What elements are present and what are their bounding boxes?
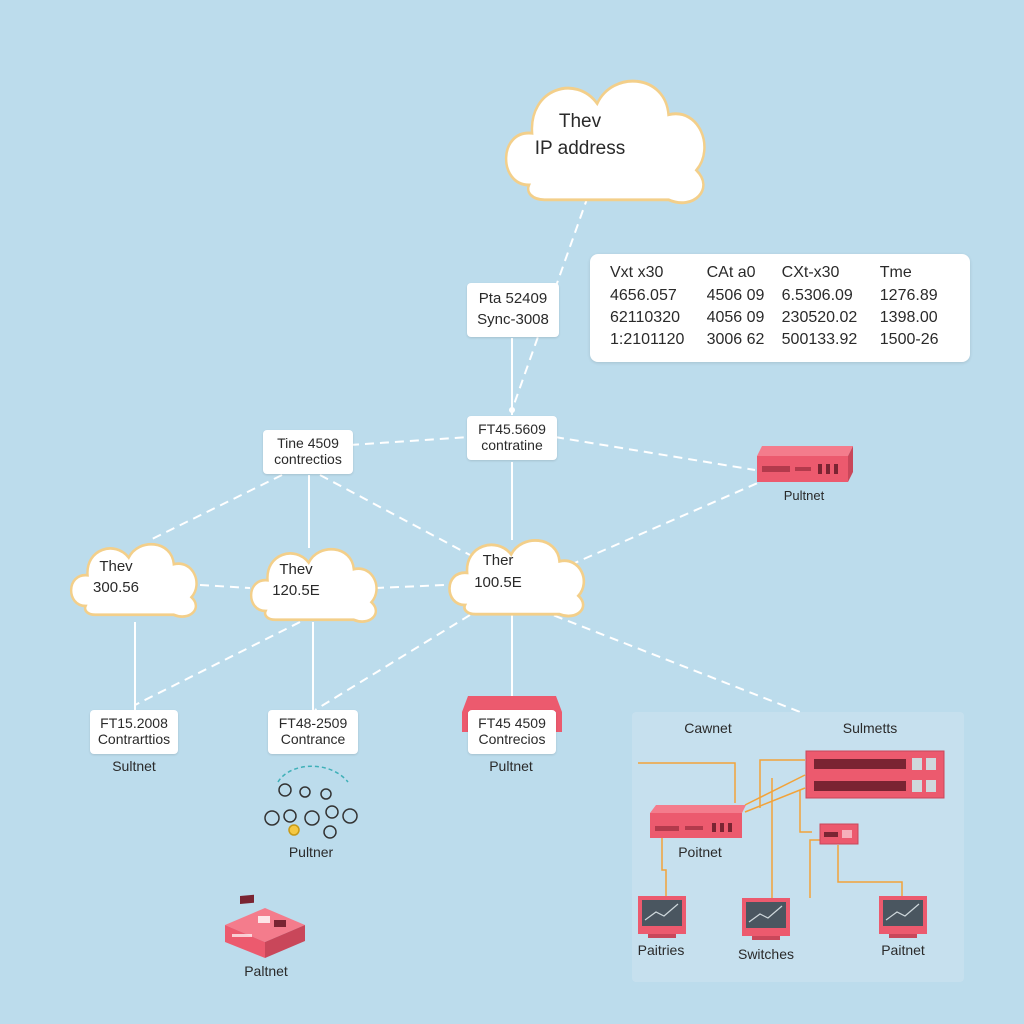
label-box-top-mid: Pta 52409 Sync-3008: [467, 283, 559, 337]
panel-router-caption: Poitnet: [678, 844, 722, 860]
cloud-left-label: Thev 300.56: [76, 556, 156, 598]
subnet-left-caption: Sultnet: [112, 758, 156, 774]
table-cell: 6.5306.09: [781, 287, 853, 304]
box-line: Pta 52409: [478, 290, 548, 307]
router-right-caption: Pultnet: [783, 488, 825, 503]
table-cell: 4506 09: [706, 287, 765, 304]
ip-table: Vxt x30 CAt a0 CXt-x30 Tme 4656.057 4506…: [590, 254, 970, 362]
label-box-bottom-right: FT45 4509 Contrecios: [468, 710, 556, 754]
box-line: FT48-2509: [278, 715, 348, 731]
table-cell: 1276.89: [879, 287, 938, 304]
table-header: CAt a0: [706, 264, 756, 281]
table-cell: 1500-26: [879, 331, 939, 348]
table-row: 4656.057 4506 09 6.5306.09 1276.89: [610, 287, 956, 309]
cloud-top-line1: Thev: [558, 111, 602, 132]
box-line: Contrecios: [478, 731, 546, 747]
table-row: 62110320 4056 09 230520.02 1398.00: [610, 309, 956, 331]
label-box-left-top: Tine 4509 contrectios: [263, 430, 353, 474]
table-header-row: Vxt x30 CAt a0 CXt-x30 Tme: [610, 264, 956, 287]
panel-left-title: Cawnet: [684, 720, 732, 736]
box-line: Sync-3008: [477, 311, 549, 328]
cloud-right-line1: Ther: [482, 552, 514, 569]
cloud-top-label: Thev IP address: [520, 108, 640, 162]
box-line: Contrance: [280, 731, 346, 747]
label-box-bottom-left: FT15.2008 Contrarttios: [90, 710, 178, 754]
monitor-mid-caption: Switches: [737, 946, 795, 962]
cloud-left-line1: Thev: [99, 558, 133, 575]
orange-links: [638, 759, 903, 898]
table-cell: 230520.02: [781, 309, 858, 326]
cloud-left-line2: 300.56: [93, 579, 139, 596]
switch-icon: [805, 750, 945, 799]
partner-cluster-caption: Pultner: [288, 844, 334, 860]
monitor-mid-icon: [742, 898, 790, 940]
table-cell: 3006 62: [706, 331, 765, 348]
cloud-middle-line1: Thev: [279, 561, 313, 578]
cloud-middle-line2: 120.5E: [272, 582, 320, 599]
router-icon: [757, 446, 853, 482]
cloud-middle-label: Thev 120.5E: [256, 559, 336, 601]
monitor-right-caption: Paitnet: [881, 942, 925, 958]
dashed-links: [134, 195, 801, 713]
subnet-right-caption: Pultnet: [489, 758, 533, 774]
solid-links: [134, 338, 513, 712]
box-line: Contrarttios: [97, 731, 171, 747]
table-cell: 62110320: [610, 309, 680, 326]
bottom-device-icon: [225, 894, 305, 958]
box-line: FT15.2008: [100, 715, 168, 731]
hub-icon: [819, 823, 859, 845]
table-header: Tme: [879, 264, 912, 281]
panel-right-title: Sulmetts: [842, 720, 898, 736]
switch-bracket-icon: [462, 696, 562, 732]
table-header: Vxt x30: [610, 264, 664, 281]
table-cell: 4056 09: [706, 309, 765, 326]
monitor-right-icon: [879, 896, 927, 938]
monitor-left-icon: [638, 896, 686, 938]
monitor-left-caption: Paitries: [637, 942, 685, 958]
cloud-right-label: Ther 100.5E: [458, 550, 538, 594]
table-cell: 500133.92: [781, 331, 858, 348]
table-header: CXt-x30: [781, 264, 840, 281]
partner-cluster-icon: [264, 765, 358, 839]
ip-table-grid: Vxt x30 CAt a0 CXt-x30 Tme 4656.057 4506…: [610, 264, 956, 353]
panel-router-icon: [650, 805, 746, 838]
box-line: FT45.5609: [478, 421, 546, 437]
table-cell: 4656.057: [610, 287, 677, 304]
table-row: 1:2101120 3006 62 500133.92 1500-26: [610, 331, 956, 353]
table-cell: 1398.00: [879, 309, 938, 326]
bottom-device-caption: Paltnet: [244, 963, 288, 979]
box-line: Tine 4509: [277, 435, 339, 451]
cloud-top-line2: IP address: [534, 138, 626, 159]
box-line: FT45 4509: [478, 715, 546, 731]
cloud-right-line2: 100.5E: [474, 574, 522, 591]
link-node: [509, 407, 515, 413]
table-cell: 1:2101120: [610, 331, 685, 348]
label-box-center-top: FT45.5609 contratine: [467, 416, 557, 460]
box-line: contratine: [481, 437, 543, 453]
label-box-bottom-mid: FT48-2509 Contrance: [268, 710, 358, 754]
box-line: contrectios: [274, 451, 342, 467]
